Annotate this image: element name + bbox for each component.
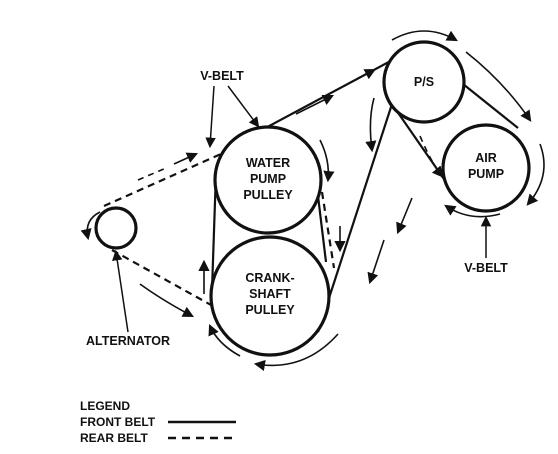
water-pump-label-line3: PULLEY — [243, 188, 293, 202]
direction-arrow — [139, 283, 194, 318]
power-steering-pulley — [382, 40, 466, 124]
direction-arrow — [253, 333, 339, 371]
direction-arrow — [173, 152, 199, 165]
v-belt-top-label: V-BELT — [200, 69, 244, 83]
direction-arrow — [419, 135, 444, 178]
direction-arrow — [444, 204, 501, 218]
direction-arrow — [396, 197, 413, 235]
alternator-pulley — [94, 206, 138, 250]
legend: LEGEND FRONT BELT REAR BELT — [80, 399, 236, 445]
rotation-arrows — [80, 30, 545, 371]
air-pump-label-line2: PUMP — [468, 167, 504, 181]
rear-belt — [103, 148, 336, 311]
legend-rear-belt-label: REAR BELT — [80, 431, 148, 445]
direction-arrow — [80, 211, 101, 241]
direction-arrow — [208, 323, 241, 357]
direction-arrow — [391, 30, 458, 42]
front-belt-segment-right — [316, 195, 328, 263]
air-pump-pulley — [441, 123, 531, 213]
alternator-leader — [112, 249, 129, 333]
direction-arrow — [295, 94, 335, 115]
legend-title: LEGEND — [80, 399, 130, 413]
front-belt-segment-wp-ps — [257, 55, 401, 133]
direction-arrow — [367, 239, 385, 285]
rear-belt-segment-alt-wp — [103, 148, 231, 208]
direction-arrow — [137, 167, 167, 181]
air-pump-label-line1: AIR — [475, 151, 497, 165]
v-belt-right-label: V-BELT — [464, 261, 508, 275]
crankshaft-label-line3: PULLEY — [245, 303, 295, 317]
direction-arrow — [526, 143, 545, 206]
direction-arrow — [465, 51, 532, 122]
legend-front-belt-label: FRONT BELT — [80, 415, 156, 429]
direction-arrow — [319, 139, 335, 183]
v-belt-top-leader — [227, 85, 260, 128]
ps-label: P/S — [414, 75, 434, 89]
water-pump-label-line2: PUMP — [250, 172, 286, 186]
water-pump-pulley — [213, 125, 323, 235]
direction-arrow — [365, 97, 377, 153]
crankshaft-label-line1: CRANK- — [245, 271, 294, 285]
alternator-label: ALTERNATOR — [86, 334, 170, 348]
rear-belt-segment-alt-crank — [111, 249, 221, 311]
crankshaft-pulley — [209, 235, 331, 357]
crankshaft-label-line2: SHAFT — [249, 287, 291, 301]
direction-arrow — [343, 68, 376, 87]
rear-belt-segment-wp-crank — [320, 191, 336, 269]
water-pump-label-line1: WATER — [246, 156, 290, 170]
v-belt-top-leader — [205, 85, 216, 149]
